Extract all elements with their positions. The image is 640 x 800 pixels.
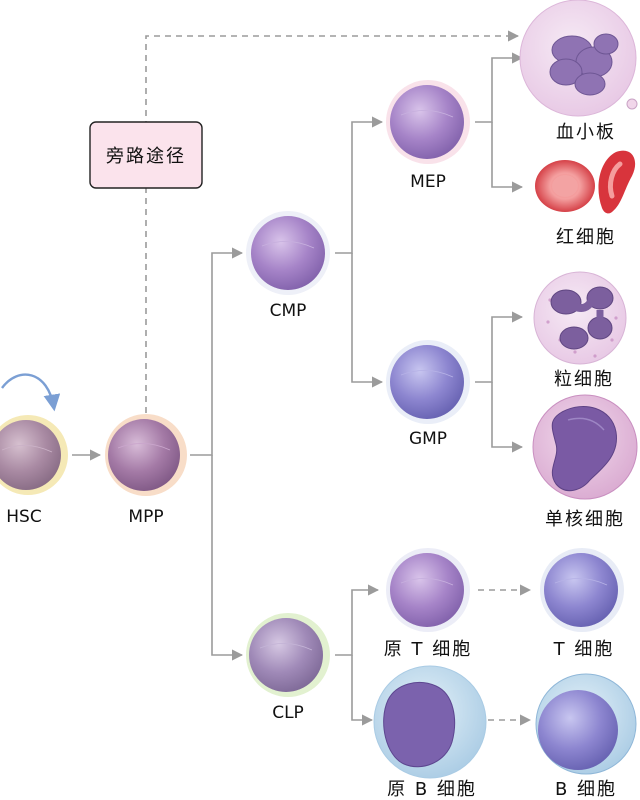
granulocyte-cell [533, 271, 627, 365]
arrow-cmp-mep [335, 116, 384, 254]
arrow-mpp-clp [211, 455, 244, 661]
mpp-label: MPP [128, 507, 163, 527]
arrow-clp-pro-b [351, 655, 374, 726]
arrow-bypass [145, 30, 520, 413]
hsc-label: HSC [6, 507, 41, 527]
arrow-clp-pro-t [335, 584, 380, 656]
connectors [72, 30, 532, 726]
arrow-cmp-gmp [351, 253, 384, 388]
platelet-label: 血小板 [556, 122, 616, 143]
gmp-cell [386, 340, 470, 424]
b-cell-label: B 细胞 [555, 779, 617, 800]
arrow-gmp-monocyte [491, 382, 524, 453]
gmp-label: GMP [409, 429, 447, 449]
mep-label: MEP [410, 172, 446, 192]
monocyte-label: 单核细胞 [545, 509, 625, 530]
pro-b-label: 原 B 细胞 [387, 779, 477, 800]
arrow-mep-platelet [475, 52, 524, 123]
arrow-mep-rbc [491, 122, 524, 193]
arrow-gmp-granulocyte [475, 311, 524, 383]
b-cell [535, 673, 637, 775]
mep-cell [386, 80, 470, 164]
rbc-label: 红细胞 [556, 227, 616, 248]
clp-label: CLP [272, 703, 304, 723]
pro-t-label: 原 T 细胞 [384, 639, 472, 660]
pro-t-cell [386, 548, 470, 632]
cmp-cell [246, 211, 330, 295]
cmp-label: CMP [270, 301, 307, 321]
monocyte-cell [532, 394, 638, 500]
hsc-cell [0, 415, 68, 495]
t-cell-label: T 细胞 [553, 639, 615, 660]
granulocyte-label: 粒细胞 [554, 369, 614, 390]
self-renewal-arrow [1, 373, 61, 412]
clp-cell [246, 613, 330, 697]
arrow-mpp-cmp [190, 247, 244, 456]
t-cell [540, 548, 624, 632]
pro-b-cell [373, 665, 487, 779]
platelet-cell [519, 0, 638, 117]
bypass-label: 旁路途径 [106, 146, 186, 167]
bypass-box: 旁路途径 [89, 121, 203, 189]
rbc-cells [535, 150, 636, 214]
mpp-cell [105, 414, 187, 496]
